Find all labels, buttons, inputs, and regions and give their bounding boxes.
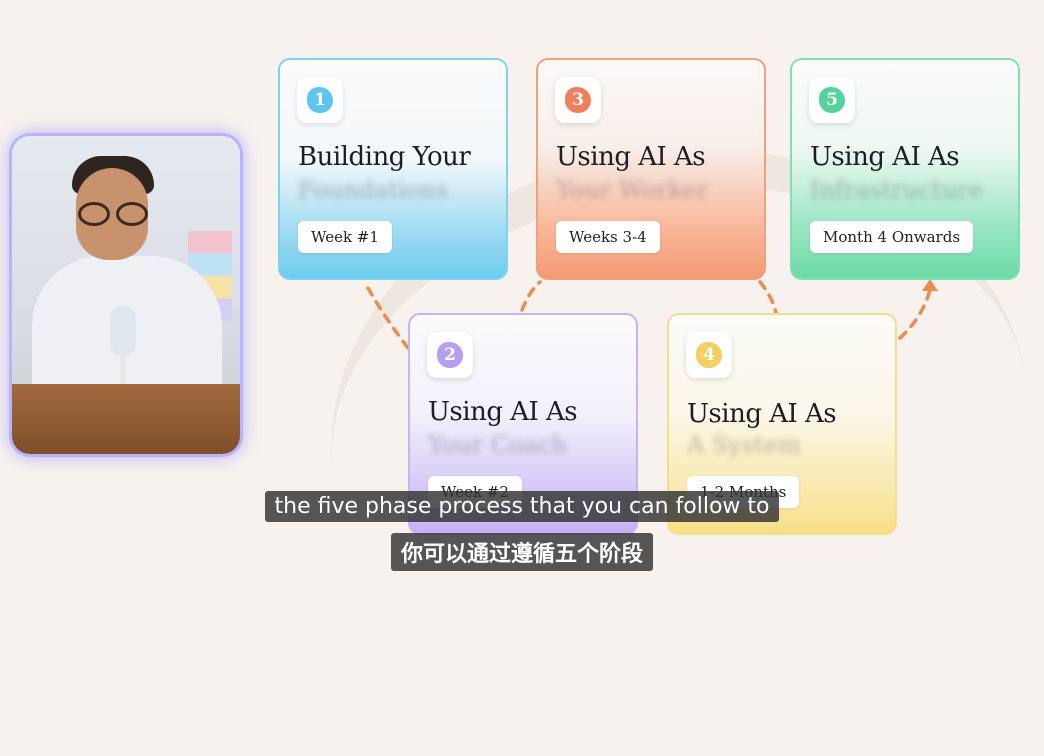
desk (12, 384, 240, 454)
phase-duration-tag: Weeks 3-4 (556, 221, 660, 253)
connector-3-4 (758, 280, 778, 315)
phase-card-3: 3 Using AI As Your Worker Weeks 3-4 (536, 58, 766, 280)
caption-english: the five phase process that you can foll… (0, 491, 1044, 522)
phase-card-5: 5 Using AI As Infrastructure Month 4 Onw… (790, 58, 1020, 280)
connector-1-2 (366, 286, 410, 350)
connector-2-3 (520, 280, 542, 312)
phase-subtitle-blurred: Foundations (298, 176, 448, 204)
phase-title: Using AI As (687, 399, 837, 429)
phase-card-1: 1 Building Your Foundations Week #1 (278, 58, 508, 280)
presenter-video (12, 136, 240, 454)
phase-subtitle-blurred: Your Coach (428, 431, 567, 459)
phase-title: Building Your (298, 142, 471, 172)
phase-number-badge: 4 (686, 332, 732, 378)
phase-title: Using AI As (428, 397, 578, 427)
connector-4-5 (898, 288, 932, 340)
phase-duration-tag: Month 4 Onwards (810, 221, 974, 253)
phase-subtitle-blurred: Your Worker (556, 176, 708, 204)
glasses-icon (76, 202, 148, 226)
microphone-icon (110, 306, 136, 356)
arrowhead-icon (922, 279, 938, 291)
phase-title: Using AI As (556, 142, 706, 172)
phase-subtitle-blurred: Infrastructure (810, 176, 983, 204)
phase-subtitle-blurred: A System (687, 431, 801, 459)
phase-number-badge: 2 (427, 332, 473, 378)
caption-chinese: 你可以通过遵循五个阶段 (0, 533, 1044, 571)
phase-number-badge: 5 (809, 77, 855, 123)
phase-number-badge: 3 (555, 77, 601, 123)
phase-title: Using AI As (810, 142, 960, 172)
phase-connectors (366, 279, 938, 350)
phase-number-badge: 1 (297, 77, 343, 123)
phase-duration-tag: Week #1 (298, 221, 392, 253)
